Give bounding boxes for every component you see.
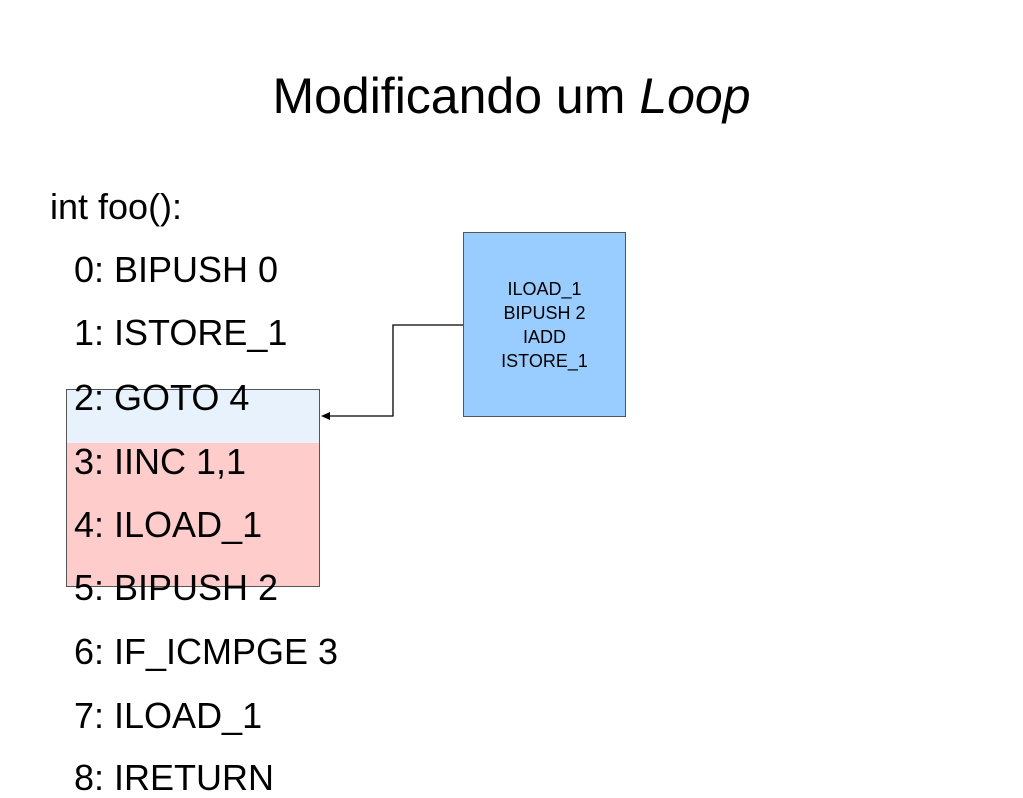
inserted-line-2: IADD [522,326,566,347]
code-line-3: 3: IINC 1,1 [74,441,247,482]
inserted-line-3: ISTORE_1 [501,350,588,371]
code-line-5: 5: BIPUSH 2 [74,567,279,608]
code-line-0: 0: BIPUSH 0 [74,249,279,290]
code-line-7: 7: ILOAD_1 [74,695,263,736]
code-line-8: 8: IRETURN [74,757,275,798]
loop-body-highlight [66,443,320,587]
inserted-line-1: BIPUSH 2 [503,302,586,323]
code-line-6: 6: IF_ICMPGE 3 [74,631,339,672]
code-header: int foo(): [50,186,183,227]
code-line-4: 4: ILOAD_1 [74,504,263,545]
title-text: Modificando um [272,68,626,124]
code-line-2: 2: GOTO 4 [74,377,250,418]
arrow-head-icon [321,412,330,420]
inserted-line-0: ILOAD_1 [507,278,582,299]
slide-title: Modificando um Loop [0,66,1023,126]
title-emphasis: Loop [639,68,751,124]
code-line-1: 1: ISTORE_1 [74,312,288,353]
goto-highlight [66,389,320,444]
connector-line [328,324,463,417]
inserted-code-block: ILOAD_1 BIPUSH 2 IADD ISTORE_1 [463,232,626,417]
